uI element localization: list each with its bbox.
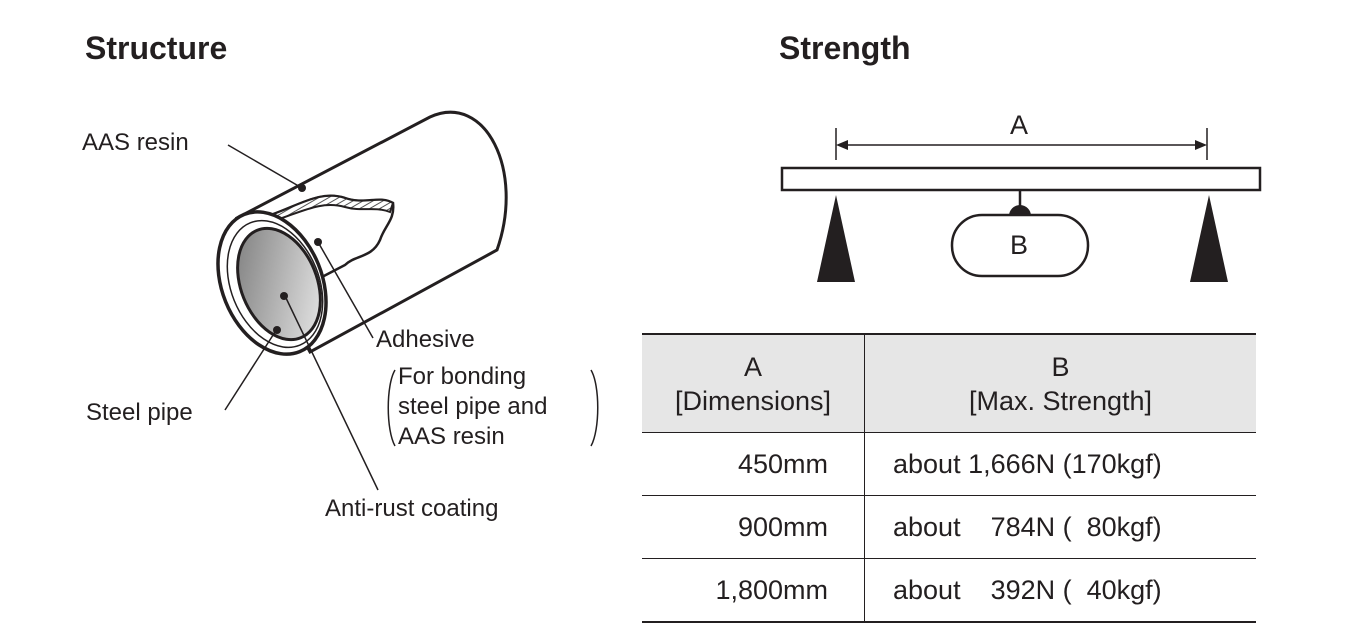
cell-strength: about 784N ( 80kgf) bbox=[864, 495, 1256, 559]
table-row: 1,800mm about 392N ( 40kgf) bbox=[642, 558, 1256, 623]
adhesive-note-1: For bonding bbox=[398, 363, 527, 390]
label-aas-resin: AAS resin bbox=[82, 129, 189, 156]
structure-title: Structure bbox=[85, 30, 228, 66]
table-row: 900mm about 784N ( 80kgf) bbox=[642, 495, 1256, 559]
cell-dimension: 1,800mm bbox=[642, 558, 865, 623]
adhesive-note-2: steel pipe and bbox=[398, 393, 548, 420]
header-b: B bbox=[1051, 351, 1070, 382]
load-weight bbox=[950, 213, 1090, 278]
load-label: B bbox=[1010, 230, 1029, 260]
table-header: A[Dimensions] B[Max. Strength] bbox=[642, 333, 1256, 433]
cell-dimension: 900mm bbox=[642, 495, 865, 559]
cell-strength: about 1,666N (170kgf) bbox=[864, 432, 1256, 496]
pipe-illustration bbox=[216, 110, 599, 491]
right-support bbox=[1190, 195, 1228, 282]
span-label: A bbox=[1010, 110, 1029, 140]
cell-dimension: 450mm bbox=[642, 432, 865, 496]
strength-table: A[Dimensions] B[Max. Strength] 450mm abo… bbox=[642, 333, 1256, 623]
strength-title: Strength bbox=[779, 30, 911, 66]
cell-strength: about 392N ( 40kgf) bbox=[864, 558, 1256, 623]
header-a-sub: [Dimensions] bbox=[674, 385, 832, 416]
label-anti-rust: Anti-rust coating bbox=[325, 495, 499, 522]
adhesive-note-3: AAS resin bbox=[398, 423, 505, 450]
header-dimensions: A[Dimensions] bbox=[642, 333, 865, 433]
header-a: A bbox=[743, 351, 762, 382]
table-row: 450mm about 1,666N (170kgf) bbox=[642, 432, 1256, 496]
header-strength: B[Max. Strength] bbox=[864, 333, 1256, 433]
resin-edge-hatch bbox=[266, 194, 395, 224]
header-b-sub: [Max. Strength] bbox=[968, 385, 1153, 416]
label-steel-pipe: Steel pipe bbox=[86, 399, 193, 426]
left-support bbox=[817, 195, 855, 282]
beam-diagram bbox=[780, 128, 1262, 282]
label-adhesive: Adhesive bbox=[376, 326, 475, 353]
